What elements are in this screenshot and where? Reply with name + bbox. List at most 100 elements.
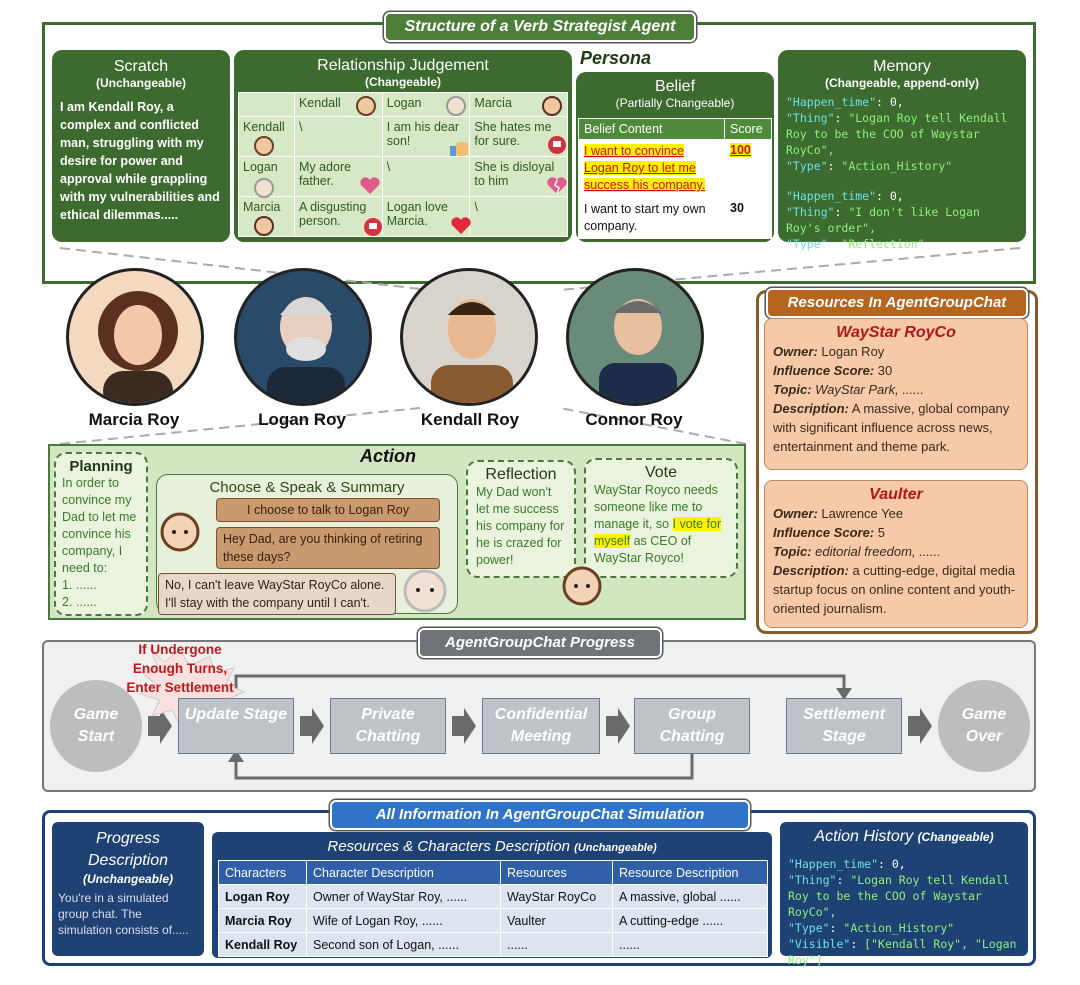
scratch-title: Scratch [113,58,169,75]
progress-desc-sub: (Unchangeable) [82,872,173,886]
belief-subtitle: (Partially Changeable) [615,96,735,110]
rel-cell: She is disloyal to him [469,156,568,197]
private-chatting-node: Private Chatting [330,698,446,754]
update-stage-node: Update Stage [178,698,294,754]
mem-value: 0, [889,189,904,203]
resource-owner: Logan Roy [821,344,885,359]
structure-title: Structure of a Verb Strategist Agent [384,12,696,42]
progress-title: AgentGroupChat Progress [418,628,662,658]
table-cell: A massive, global ...... [612,884,768,909]
memory-entries: "Happen_time": 0, "Thing": "Logan Roy te… [786,95,1008,251]
rel-row-header: Marcia [238,196,295,237]
rc-sub: (Unchangeable) [574,842,657,854]
action-history-entries: "Happen_time": 0, "Thing": "Logan Roy te… [788,857,1017,967]
resource-name: WayStar RoyCo [836,324,956,341]
action-title: Action [360,446,416,466]
mem-value: 0, [889,95,904,109]
resource-influence: 5 [877,525,885,540]
belief-content: I want to start my own company. [578,197,725,239]
ah-key: "Visible" [788,937,851,951]
table-cell: Vaulter [500,908,613,933]
thumbs-up-icon [450,142,468,156]
scratch-box: Scratch (Unchangeable) I am Kendall Roy,… [52,50,230,242]
heart-thumb-icon [360,177,380,194]
ah-value: ["Kendall Roy", "Logan Roy"] [788,937,1017,967]
resources-title: Resources In AgentGroupChat [766,288,1028,318]
reflection-box: Reflection My Dad won't let me success h… [466,460,576,578]
resource-topic: editorial freedom, ...... [815,544,941,559]
kendall-face-icon [356,96,376,116]
belief-table: Belief Content Score I want to convince … [578,118,772,239]
ah-key: "Type" [788,921,830,935]
logan-face-icon [254,178,274,198]
mem-value: "Action_History" [841,159,953,173]
topic-label: Topic: [773,544,812,559]
table-header: Characters [218,860,307,885]
description-label: Description: [773,401,849,416]
settlement-note: If Undergone Enough Turns, Enter Settlem… [126,642,234,695]
ah-sub: (Changeable) [917,830,994,844]
thumbs-down-icon [548,136,566,154]
mem-key: "Type" [786,159,828,173]
table-header: Resources [500,860,613,885]
rc-title: Resources & Characters Description [327,838,570,855]
game-start-node: Game Start [50,680,142,772]
mem-key: "Happen_time" [786,95,877,109]
persona-label: Persona [580,48,652,68]
progress-desc-text: You're in a simulated group chat. The si… [58,891,189,937]
belief-col-content: Belief Content [578,118,725,140]
progress-description-box: Progress Description (Unchangeable) You'… [52,822,204,956]
characters-table: Characters Character Description Resourc… [218,860,768,957]
rel-cell: \ [381,156,471,197]
kendall-portrait-icon [431,299,513,403]
heart-icon [451,217,471,234]
scratch-text: I am Kendall Roy, a complex and conflict… [60,100,220,222]
vote-text: as CEO of WayStar Royco! [594,534,692,565]
marcia-face-icon [542,96,562,116]
table-cell: Owner of WayStar Roy, ...... [306,884,501,909]
table-cell: A cutting-edge ...... [612,908,768,933]
confidential-meeting-node: Confidential Meeting [482,698,600,754]
table-cell: ...... [500,932,613,957]
scratch-subtitle: (Unchangeable) [95,76,186,90]
vote-title: Vote [644,464,678,481]
resource-card-waystar: WayStar RoyCo Owner: Logan Roy Influence… [764,318,1028,470]
ah-key: "Thing" [788,873,837,887]
group-chatting-node: Group Chatting [634,698,750,754]
ah-key: "Happen_time" [788,857,879,871]
thumbs-down-icon [364,218,382,236]
resource-description: a cutting-edge, digital media startup fo… [773,563,1016,616]
logan-portrait-icon [267,297,345,403]
memory-box: Memory (Changeable, append-only) "Happen… [778,50,1026,251]
table-cell: ...... [612,932,768,957]
resource-name: Vaulter [869,486,923,503]
info-title: All Information In AgentGroupChat Simula… [330,800,750,830]
table-header: Character Description [306,860,501,885]
table-cell: WayStar RoyCo [500,884,613,909]
resource-topic: WayStar Park, ...... [815,382,924,397]
game-over-node: Game Over [938,680,1030,772]
character-name: Kendall Roy [420,410,520,429]
character-name: Marcia Roy [88,410,180,429]
belief-col-score: Score [724,118,772,140]
mem-key: "Happen_time" [786,189,877,203]
relationship-title: Relationship Judgement [317,57,489,74]
table-cell: Logan Roy [218,884,307,909]
logan-chibi-icon [403,569,447,613]
resource-card-vaulter: Vaulter Owner: Lawrence Yee Influence Sc… [764,480,1028,628]
connor-portrait-icon [599,299,677,403]
kendall-roy-avatar [400,268,538,406]
mem-key: "Type" [786,237,828,251]
planning-box: Planning In order to convince my Dad to … [54,452,148,616]
ah-value: "Logan Roy tell Kendall Roy to be the CO… [788,873,1010,919]
reflection-title: Reflection [485,466,557,483]
marcia-roy-avatar [66,268,204,406]
vote-box: Vote WayStar Royco needs someone like me… [584,458,738,578]
memory-title: Memory [873,58,931,75]
influence-label: Influence Score: [773,525,875,540]
rel-cell: Logan love Marcia. [381,196,471,237]
planning-text: In order to convince my Dad to let me co… [62,476,137,575]
vote-text: WayStar Royco needs someone like me to m… [594,483,718,531]
ah-value: "Action_History" [843,921,955,935]
table-row: Kendall Roy Second son of Logan, ...... … [218,932,768,957]
